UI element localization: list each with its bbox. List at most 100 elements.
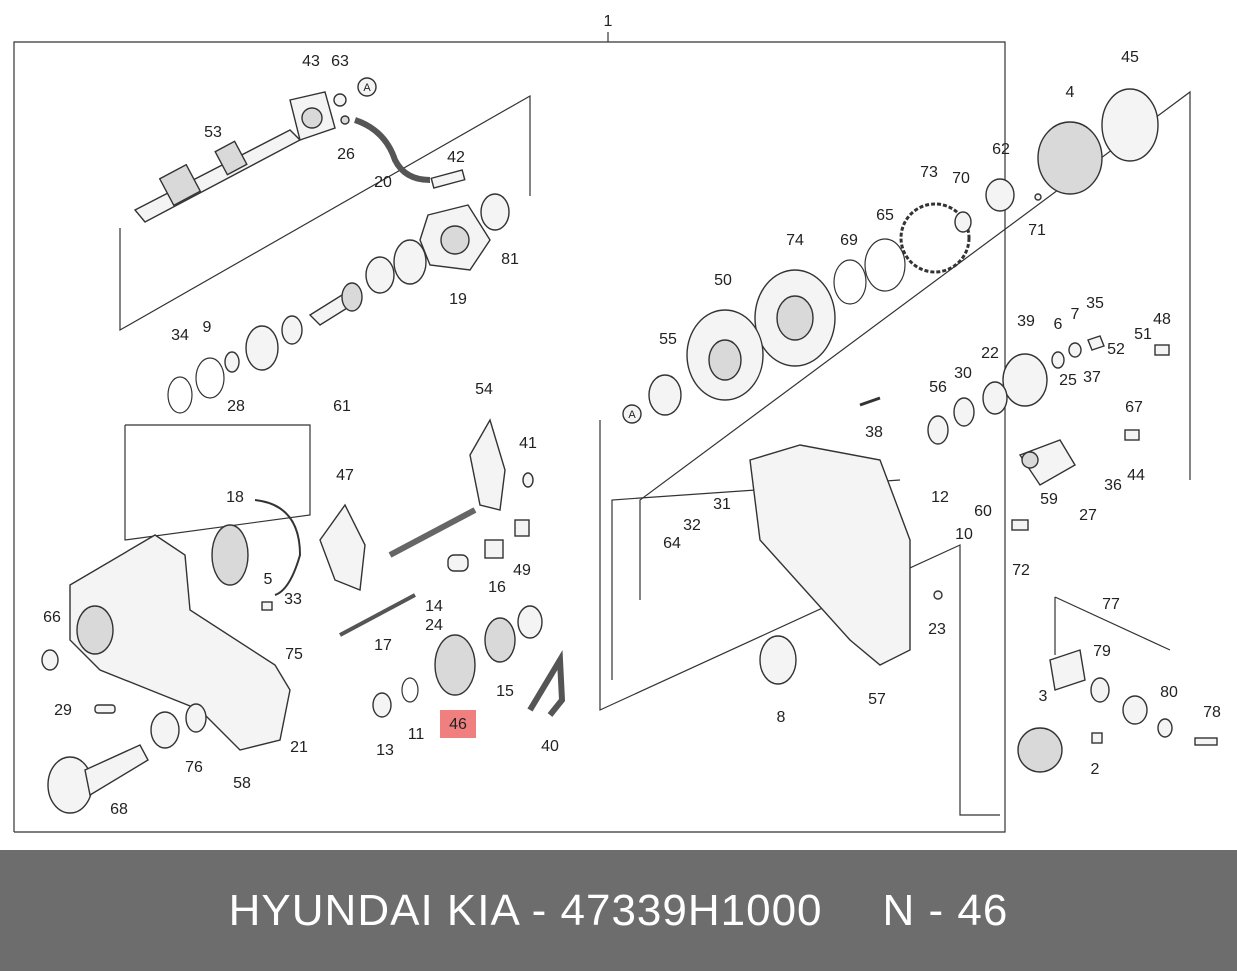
speed-sensor-77 xyxy=(1049,649,1218,746)
label-20: 20 xyxy=(374,174,392,191)
label-3: 3 xyxy=(1039,688,1048,705)
bearing-8 xyxy=(759,635,797,685)
yoke-68 xyxy=(47,744,149,814)
label-6: 6 xyxy=(1054,316,1063,333)
label-65: 65 xyxy=(876,207,894,224)
label-33: 33 xyxy=(284,591,302,608)
label-37: 37 xyxy=(1083,369,1101,386)
label-15: 15 xyxy=(496,683,514,700)
label-67: 67 xyxy=(1125,399,1143,416)
label-9: 9 xyxy=(203,319,212,336)
label-78: 78 xyxy=(1203,704,1221,721)
label-14: 14 xyxy=(425,598,443,615)
label-73: 73 xyxy=(920,164,938,181)
label-31: 31 xyxy=(713,496,731,513)
fork-54 xyxy=(469,418,506,511)
exploded-parts-diagram: 1 43 63 53 26 20 42 81 19 9 34 28 61 45 … xyxy=(13,13,1221,833)
upper-left-group-box xyxy=(119,94,531,332)
label-28: 28 xyxy=(227,398,245,415)
label-2: 2 xyxy=(1091,761,1100,778)
bearing-45 xyxy=(1101,88,1159,162)
label-10: 10 xyxy=(955,526,973,543)
label-66: 66 xyxy=(43,609,61,626)
label-41: 41 xyxy=(519,435,537,452)
label-21: 21 xyxy=(290,739,308,756)
part-labels: 1 43 63 53 26 20 42 81 19 9 34 28 61 45 … xyxy=(43,13,1221,818)
label-77: 77 xyxy=(1102,596,1120,613)
label-35: 35 xyxy=(1086,295,1104,312)
label-17: 17 xyxy=(374,637,392,654)
label-23: 23 xyxy=(928,621,946,638)
label-40: 40 xyxy=(541,738,559,755)
label-44: 44 xyxy=(1127,467,1145,484)
label-12: 12 xyxy=(931,489,949,506)
label-38: 38 xyxy=(865,424,883,441)
label-8: 8 xyxy=(777,709,786,726)
label-56: 56 xyxy=(929,379,947,396)
label-16: 16 xyxy=(488,579,506,596)
ring-63 xyxy=(333,93,347,107)
label-80: 80 xyxy=(1160,684,1178,701)
label-68: 68 xyxy=(110,801,128,818)
label-81: 81 xyxy=(501,251,519,268)
label-57: 57 xyxy=(868,691,886,708)
gear-46 xyxy=(434,634,476,696)
label-36: 36 xyxy=(1104,477,1122,494)
label-42: 42 xyxy=(447,149,465,166)
ring-gear-18 xyxy=(211,524,249,586)
label-74: 74 xyxy=(786,232,804,249)
highlight-box xyxy=(440,710,476,738)
assembly-label: 1 xyxy=(604,13,613,30)
chain-40 xyxy=(527,649,566,717)
label-45: 45 xyxy=(1121,49,1139,66)
reference-a-right xyxy=(622,404,642,424)
mount-3 xyxy=(1017,727,1063,773)
label-34: 34 xyxy=(171,327,189,344)
label-53: 53 xyxy=(204,124,222,141)
label-50: 50 xyxy=(714,272,732,289)
label-55: 55 xyxy=(659,331,677,348)
right-group-box xyxy=(639,90,1191,600)
label-39: 39 xyxy=(1017,313,1035,330)
label-62: 62 xyxy=(992,141,1010,158)
label-26: 26 xyxy=(337,146,355,163)
label-48: 48 xyxy=(1153,311,1171,328)
output-shaft xyxy=(133,129,302,223)
label-70: 70 xyxy=(952,170,970,187)
label-18: 18 xyxy=(226,489,244,506)
reference-a-right-label: A xyxy=(628,409,636,421)
label-79: 79 xyxy=(1093,643,1111,660)
bearing-28 xyxy=(245,325,279,371)
label-59: 59 xyxy=(1040,491,1058,508)
shaft-61 xyxy=(308,282,363,326)
front-case-58 xyxy=(69,534,291,751)
label-4: 4 xyxy=(1066,84,1075,101)
label-64: 64 xyxy=(663,535,681,552)
label-22: 22 xyxy=(981,345,999,362)
ring-62 xyxy=(985,178,1015,212)
label-75: 75 xyxy=(285,646,303,663)
label-27: 27 xyxy=(1079,507,1097,524)
label-61: 61 xyxy=(333,398,351,415)
ring-26 xyxy=(340,115,350,125)
label-51: 51 xyxy=(1134,326,1152,343)
rear-case-57 xyxy=(749,444,911,666)
label-47: 47 xyxy=(336,467,354,484)
bearing-4 xyxy=(1037,121,1103,195)
gear-15 xyxy=(484,617,516,663)
washer xyxy=(365,256,395,294)
label-5: 5 xyxy=(264,571,273,588)
label-58: 58 xyxy=(233,775,251,792)
label-49: 49 xyxy=(513,562,531,579)
reference-a-top xyxy=(357,77,377,97)
brand-part-number: HYUNDAI KIA - 47339H1000 xyxy=(228,885,823,935)
label-46: 46 xyxy=(449,716,467,733)
planetary-carrier xyxy=(419,204,491,271)
flange-43 xyxy=(289,91,336,141)
label-71: 71 xyxy=(1028,222,1046,239)
label-29: 29 xyxy=(54,702,72,719)
label-54: 54 xyxy=(475,381,493,398)
label-43: 43 xyxy=(302,53,320,70)
label-24: 24 xyxy=(425,617,443,634)
label-11: 11 xyxy=(408,726,425,743)
